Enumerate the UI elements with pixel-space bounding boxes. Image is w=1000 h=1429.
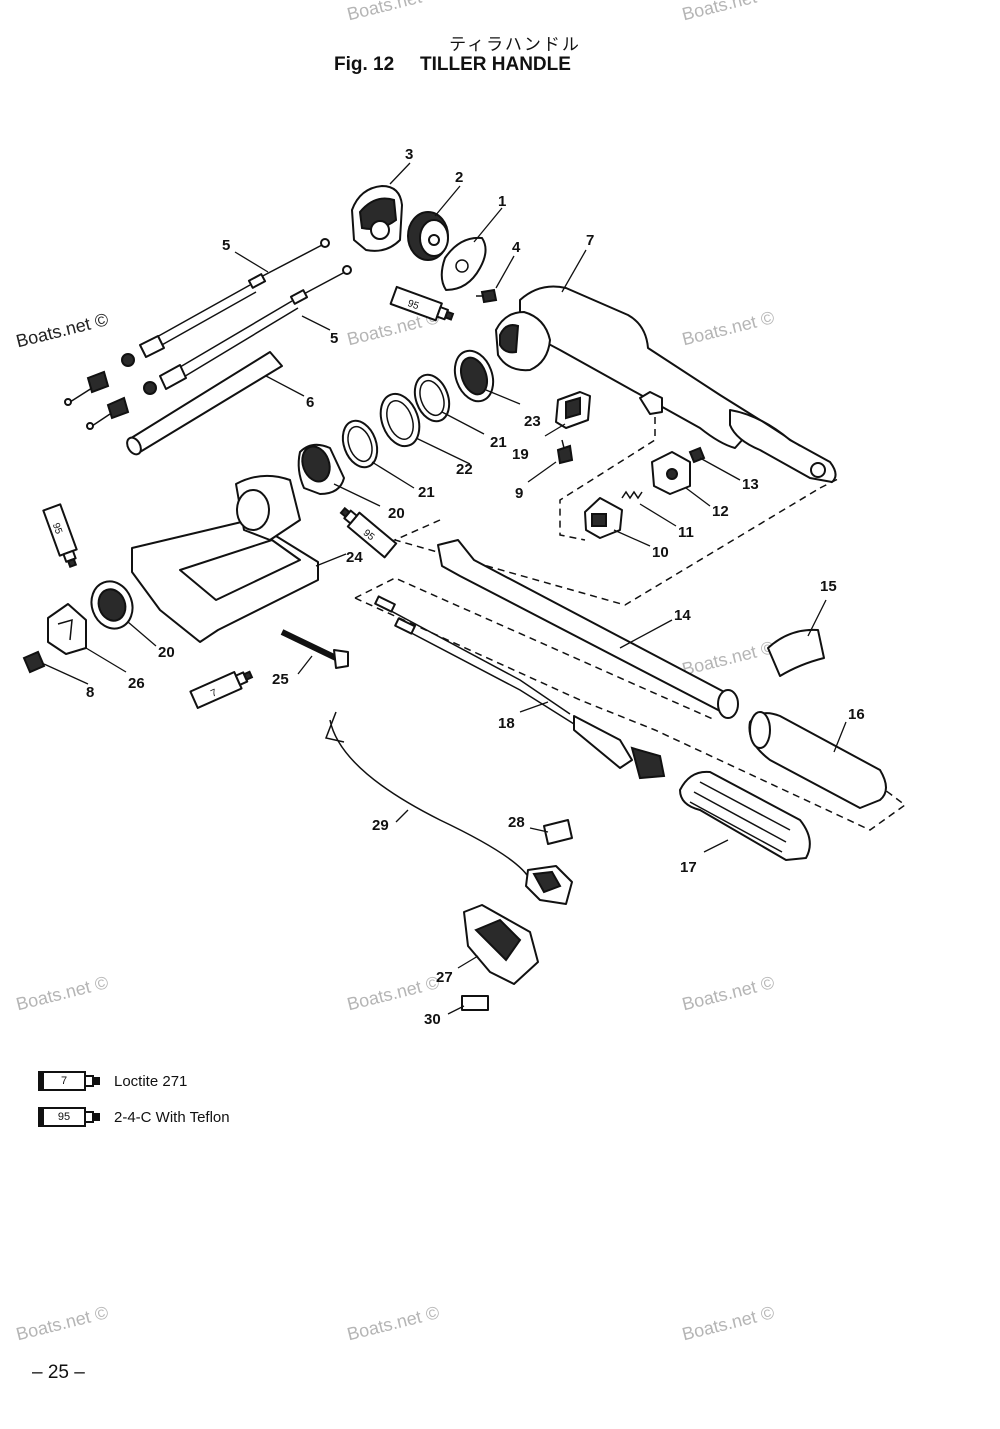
stopper-block bbox=[651, 451, 691, 495]
tiller-housing bbox=[495, 285, 837, 483]
bolt bbox=[280, 629, 349, 669]
stopper-plate bbox=[440, 236, 487, 291]
grip-ring bbox=[767, 628, 825, 677]
callout-14: 14 bbox=[674, 607, 691, 624]
callout-24: 24 bbox=[346, 549, 363, 566]
assembly-outline bbox=[559, 405, 656, 541]
grip-cover bbox=[679, 770, 811, 861]
tube-code: 95 bbox=[50, 521, 64, 536]
callout-labels: 1 2 3 4 5 5 6 7 8 9 10 11 12 13 14 15 16… bbox=[86, 146, 865, 1028]
loctite-tube: 7 bbox=[189, 670, 254, 709]
callout-6: 6 bbox=[306, 394, 314, 411]
callout-8: 8 bbox=[86, 684, 94, 701]
throttle-cable bbox=[86, 265, 352, 430]
o-ring bbox=[453, 349, 495, 403]
callout-3: 3 bbox=[405, 146, 413, 163]
callout-10: 10 bbox=[652, 544, 669, 561]
callout-9: 9 bbox=[515, 485, 523, 502]
throttle-grip bbox=[748, 711, 887, 809]
clip bbox=[543, 819, 573, 845]
assembly-outline bbox=[354, 597, 907, 831]
callout-18: 18 bbox=[498, 715, 515, 732]
callout-26: 26 bbox=[128, 675, 145, 692]
page-title: Fig. 12 TILLER HANDLE bbox=[334, 54, 571, 76]
title-japanese: ティラハンドル bbox=[449, 35, 581, 55]
callout-13: 13 bbox=[742, 476, 759, 493]
callout-12: 12 bbox=[712, 503, 729, 520]
figure-label: Fig. 12 bbox=[334, 54, 395, 75]
callout-30: 30 bbox=[424, 1011, 441, 1028]
assembly-outline bbox=[354, 577, 716, 721]
leader-lines bbox=[43, 162, 847, 1015]
callout-28: 28 bbox=[508, 814, 525, 831]
callout-5b: 5 bbox=[330, 330, 338, 347]
callout-16: 16 bbox=[848, 706, 865, 723]
callout-20: 20 bbox=[388, 505, 405, 522]
bracket bbox=[555, 391, 591, 429]
screw bbox=[688, 446, 706, 464]
page-number: – 25 – bbox=[32, 1362, 85, 1383]
legend-label: 2-4-C With Teflon bbox=[114, 1108, 230, 1126]
callout-4: 4 bbox=[512, 239, 521, 256]
callout-2: 2 bbox=[455, 169, 463, 186]
bushing bbox=[297, 443, 345, 495]
stopper-plate bbox=[47, 603, 87, 655]
bolt bbox=[22, 650, 46, 674]
friction-ring bbox=[379, 392, 421, 448]
cable-grommet bbox=[126, 351, 283, 456]
grease-tube: 95 bbox=[389, 285, 455, 322]
callout-29: 29 bbox=[372, 817, 389, 834]
spring bbox=[621, 490, 643, 500]
screw bbox=[556, 439, 574, 465]
callout-20b: 20 bbox=[158, 644, 175, 661]
legend-label: Loctite 271 bbox=[114, 1072, 188, 1090]
callout-23: 23 bbox=[524, 413, 541, 430]
callout-25: 25 bbox=[272, 671, 289, 688]
washer bbox=[341, 419, 379, 469]
callout-27: 27 bbox=[436, 969, 453, 986]
washer bbox=[413, 373, 451, 423]
callout-15: 15 bbox=[820, 578, 837, 595]
legend-item: 95 2-4-C With Teflon bbox=[38, 1104, 230, 1130]
assembly-outline bbox=[392, 487, 821, 606]
stop-switch-leads bbox=[374, 595, 666, 780]
callout-7: 7 bbox=[586, 232, 594, 249]
legend-code: 7 bbox=[38, 1071, 86, 1091]
grease-tube: 95 bbox=[42, 503, 78, 569]
switch-cover bbox=[463, 904, 539, 985]
label bbox=[461, 995, 489, 1011]
legend-item: 7 Loctite 271 bbox=[38, 1068, 187, 1094]
legend-code: 95 bbox=[38, 1107, 86, 1127]
screw bbox=[476, 288, 498, 304]
stop-switch-wire bbox=[324, 711, 573, 905]
callout-21b: 21 bbox=[418, 484, 435, 501]
tiller-bracket bbox=[131, 474, 319, 643]
assembly-outline bbox=[819, 477, 841, 489]
bushing bbox=[90, 580, 134, 630]
grease-tube: 95 bbox=[339, 506, 398, 559]
tube-code: 95 bbox=[406, 298, 421, 312]
callout-17: 17 bbox=[680, 859, 697, 876]
callout-11: 11 bbox=[678, 524, 694, 541]
callout-5: 5 bbox=[222, 237, 230, 254]
throttle-cable bbox=[64, 238, 330, 406]
throttle-stopper bbox=[584, 497, 623, 539]
pulley bbox=[407, 211, 449, 261]
throttle-shaft bbox=[437, 539, 739, 719]
tube-code: 7 bbox=[209, 687, 219, 699]
callout-19: 19 bbox=[512, 446, 529, 463]
callout-1: 1 bbox=[498, 193, 506, 210]
grease-tube-icon: 95 bbox=[38, 1107, 100, 1127]
throttle-gear bbox=[351, 185, 403, 252]
loctite-tube-icon: 7 bbox=[38, 1071, 100, 1091]
callout-21: 21 bbox=[490, 434, 507, 451]
figure-title: TILLER HANDLE bbox=[420, 54, 571, 75]
callout-22: 22 bbox=[456, 461, 473, 478]
